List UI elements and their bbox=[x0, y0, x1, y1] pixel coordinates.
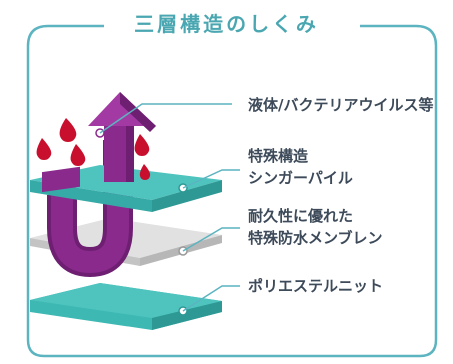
label-liquid: 液体/バクテリアウイルス等 bbox=[248, 96, 434, 114]
label-polyester-knit: ポリエステルニット bbox=[248, 277, 384, 295]
layer-polyester-knit bbox=[30, 283, 222, 330]
diagram-title: 三層構造のしくみ bbox=[134, 12, 319, 36]
arrow-head bbox=[42, 92, 156, 193]
u-turn-arrow-icon bbox=[47, 140, 133, 278]
label-membrane-line2: 特殊防水メンブレン bbox=[248, 229, 383, 247]
frame-border bbox=[26, 24, 438, 358]
blood-drop-icon bbox=[36, 118, 151, 180]
label-membrane-line1: 耐久性に優れた bbox=[248, 207, 354, 225]
leader-lines bbox=[99, 103, 240, 312]
label-special-structure-line2: シンガーパイル bbox=[248, 169, 353, 187]
label-special-structure-line1: 特殊構造 bbox=[248, 147, 309, 165]
